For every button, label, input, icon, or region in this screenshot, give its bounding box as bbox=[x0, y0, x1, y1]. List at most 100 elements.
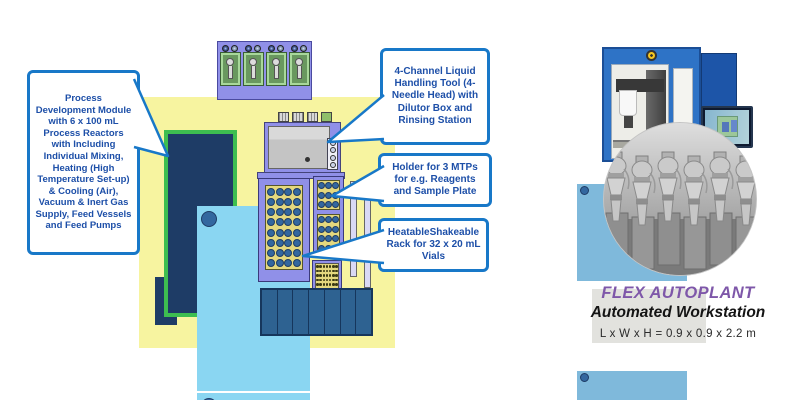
pump-knobs bbox=[268, 45, 284, 52]
callout-vial-rack: HeatableShakeable Rack for 32 x 20 mL Vi… bbox=[378, 218, 489, 272]
pump-handle bbox=[295, 58, 303, 66]
dilutor-box bbox=[268, 126, 330, 169]
vial-icon bbox=[267, 248, 276, 257]
base-slat bbox=[340, 290, 356, 334]
well-dot-icon bbox=[316, 278, 319, 281]
vial-icon bbox=[275, 248, 284, 257]
pump-handle bbox=[226, 58, 234, 66]
pump-knob-icon bbox=[254, 45, 261, 52]
dispense-tip bbox=[624, 116, 633, 128]
well-dot-icon bbox=[322, 278, 326, 281]
pump-handle bbox=[272, 58, 280, 66]
dilutor-knob bbox=[305, 157, 310, 162]
callout-liquid-handling: 4-Channel Liquid Handling Tool (4-Needle… bbox=[380, 48, 490, 145]
pump-body bbox=[288, 52, 310, 86]
well-dot-icon bbox=[325, 265, 329, 268]
well-dot-icon bbox=[328, 278, 332, 281]
base-slat bbox=[262, 290, 277, 334]
vial-icon bbox=[292, 248, 301, 257]
well-dot-icon bbox=[325, 278, 329, 281]
mtp-well-icon bbox=[318, 225, 325, 233]
product-dimensions: L x W x H = 0.9 x 0.9 x 2.2 m bbox=[599, 328, 757, 340]
pump-knob-icon bbox=[291, 45, 298, 52]
reactor-bracket-foot bbox=[155, 317, 177, 325]
reactor-bay bbox=[592, 289, 706, 343]
mtp-well-icon bbox=[332, 201, 339, 209]
pump-knob-icon bbox=[222, 45, 229, 52]
mtp-well-icon bbox=[318, 244, 325, 252]
well-dot-icon bbox=[335, 283, 338, 286]
pump-handle bbox=[249, 58, 257, 66]
vessel-illustration bbox=[604, 123, 756, 275]
reactor-vessel bbox=[197, 393, 310, 400]
pump-knob-icon bbox=[231, 45, 238, 52]
pump-handle-stem bbox=[273, 66, 279, 79]
vial-icon bbox=[284, 248, 293, 257]
well-dot-icon bbox=[335, 269, 338, 272]
mtp-well-icon bbox=[325, 191, 332, 199]
well-dot-icon bbox=[332, 283, 335, 286]
connector-block bbox=[306, 112, 318, 122]
well-dot-icon bbox=[328, 265, 332, 268]
mtp-well-icon bbox=[325, 235, 332, 243]
well-dot-icon bbox=[332, 278, 335, 281]
base-slat bbox=[309, 290, 324, 334]
side-rail bbox=[364, 196, 371, 288]
base-slats bbox=[260, 288, 373, 336]
well-dot-icon bbox=[319, 278, 322, 281]
vial-icon bbox=[292, 208, 301, 217]
well-dot-icon bbox=[325, 283, 329, 286]
callout-mtp-holder: Holder for 3 MTPs for e.g. Reagents and … bbox=[378, 153, 492, 207]
mtp-well-icon bbox=[318, 182, 325, 190]
mtp-well-icon bbox=[318, 235, 325, 243]
vial-icon bbox=[267, 238, 276, 247]
vial-icon bbox=[275, 258, 284, 267]
mtp-well-icon bbox=[332, 216, 339, 224]
well-dot-icon bbox=[335, 265, 338, 268]
vial-icon bbox=[284, 228, 293, 237]
well-dot-icon bbox=[319, 283, 322, 286]
vial-icon bbox=[284, 208, 293, 217]
connector-block bbox=[320, 112, 332, 122]
vial-icon bbox=[284, 238, 293, 247]
well-dot-icon bbox=[328, 283, 332, 286]
vial-icon bbox=[267, 208, 276, 217]
vial-icon bbox=[292, 228, 301, 237]
well-dot-icon bbox=[332, 265, 335, 268]
mtp-well-icon bbox=[325, 244, 332, 252]
vial-icon bbox=[292, 258, 301, 267]
screen-panel bbox=[730, 120, 737, 133]
screen-panel bbox=[721, 121, 729, 132]
mtp-well-icon bbox=[332, 225, 339, 233]
pump-knob-icon bbox=[277, 45, 284, 52]
side-rail bbox=[350, 181, 357, 277]
mtp-well-icon bbox=[325, 201, 332, 209]
vial-icon bbox=[292, 198, 301, 207]
well-dot-icon bbox=[316, 269, 319, 272]
well-dot-icon bbox=[332, 269, 335, 272]
vial-icon bbox=[267, 198, 276, 207]
vial-icon bbox=[284, 218, 293, 227]
mtp-well-icon bbox=[332, 191, 339, 199]
feed-pump bbox=[219, 45, 241, 86]
connector-block bbox=[278, 112, 290, 122]
mtp-well-icon bbox=[325, 216, 332, 224]
pump-handle-stem bbox=[250, 66, 256, 79]
mtp-well-icon bbox=[325, 225, 332, 233]
feed-pump-module bbox=[217, 41, 312, 100]
pump-knobs bbox=[245, 45, 261, 52]
mtp-well-icon bbox=[318, 216, 325, 224]
needle-icon bbox=[329, 161, 336, 168]
well-dot-icon bbox=[316, 274, 319, 277]
pump-handle-stem bbox=[296, 66, 302, 79]
reactor-row bbox=[170, 136, 706, 391]
vial-icon bbox=[275, 228, 284, 237]
reactor-port bbox=[577, 371, 687, 400]
well-dot-icon bbox=[335, 278, 338, 281]
well-dot-icon bbox=[328, 269, 332, 272]
product-caption: FLEX AUTOPLANT Automated Workstation L x… bbox=[578, 284, 778, 340]
reactor-bracket bbox=[155, 277, 164, 325]
well-dot-icon bbox=[322, 274, 326, 277]
vial-icon bbox=[284, 198, 293, 207]
